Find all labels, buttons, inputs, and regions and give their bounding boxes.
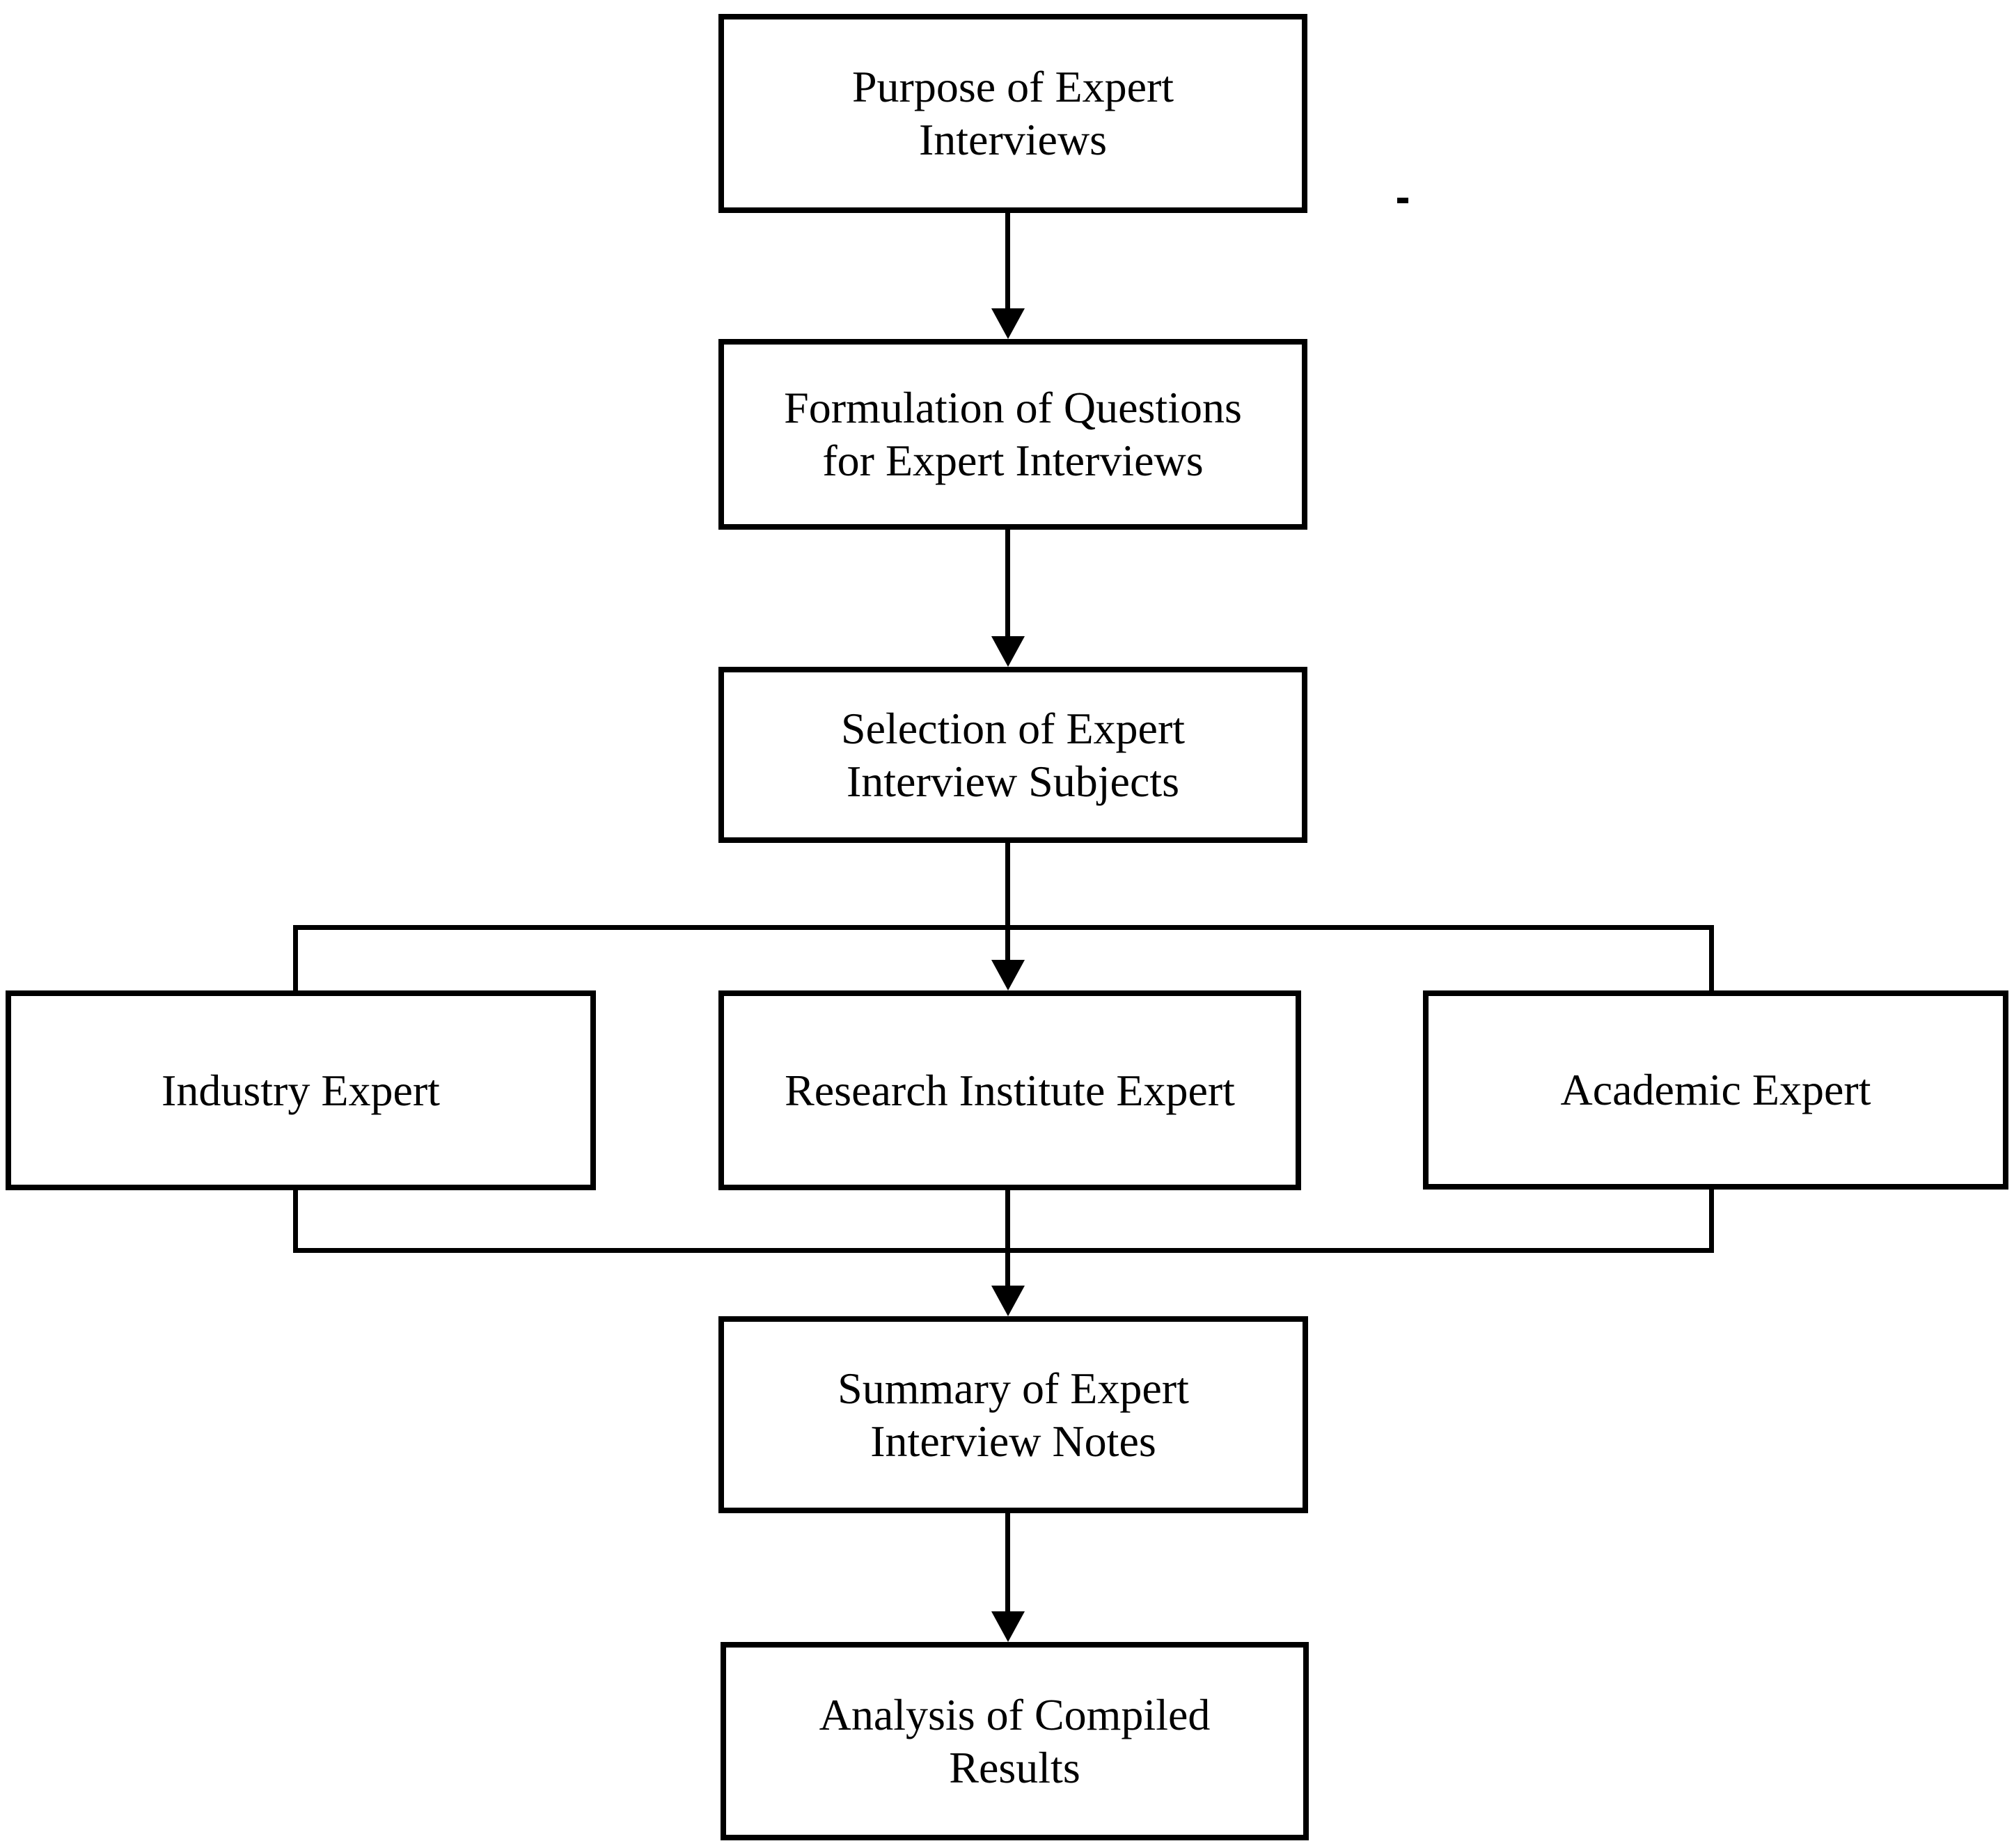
node-label: Summary of Expert Interview Notes xyxy=(837,1363,1189,1466)
edge-academic-merge-line xyxy=(1709,1190,1714,1249)
node-purpose-of-expert-interviews: Purpose of Expert Interviews xyxy=(718,14,1307,213)
edge-branch-academic-line xyxy=(1709,930,1714,991)
node-label: Academic Expert xyxy=(1560,1065,1871,1115)
arrowhead-down-analysis xyxy=(991,1611,1025,1642)
node-academic-expert: Academic Expert xyxy=(1423,990,2008,1190)
edge-branch-research-line xyxy=(1005,930,1010,961)
node-label: Selection of Expert Interview Subjects xyxy=(840,703,1186,806)
arrowhead-down-formulation xyxy=(991,308,1025,339)
edge-branch-industry-line xyxy=(293,930,298,991)
edge-formulation-selection-line xyxy=(1005,530,1010,638)
branch-connector-bottom-line xyxy=(293,1248,1714,1253)
edge-purpose-formulation-line xyxy=(1005,213,1010,310)
stray-dash-mark xyxy=(1397,198,1408,203)
node-selection-of-subjects: Selection of Expert Interview Subjects xyxy=(718,667,1307,843)
node-label: Research Institute Expert xyxy=(785,1065,1235,1115)
edge-selection-stem-line xyxy=(1005,843,1010,930)
arrowhead-down-selection xyxy=(991,636,1025,667)
node-label: Purpose of Expert Interviews xyxy=(851,62,1174,164)
node-industry-expert: Industry Expert xyxy=(6,990,596,1190)
edge-summary-analysis-line xyxy=(1005,1513,1010,1613)
branch-connector-top-line xyxy=(293,925,1714,930)
node-label: Analysis of Compiled Results xyxy=(819,1689,1211,1792)
node-summary-of-notes: Summary of Expert Interview Notes xyxy=(718,1316,1308,1513)
edge-research-merge-line xyxy=(1005,1190,1010,1288)
arrowhead-down-summary xyxy=(991,1286,1025,1316)
edge-industry-merge-line xyxy=(293,1190,298,1249)
arrowhead-down-research xyxy=(991,960,1025,990)
node-analysis-of-results: Analysis of Compiled Results xyxy=(721,1642,1309,1840)
node-research-institute-expert: Research Institute Expert xyxy=(718,990,1301,1190)
node-label: Industry Expert xyxy=(162,1065,440,1115)
node-formulation-of-questions: Formulation of Questions for Expert Inte… xyxy=(718,339,1307,530)
node-label: Formulation of Questions for Expert Inte… xyxy=(784,383,1242,485)
